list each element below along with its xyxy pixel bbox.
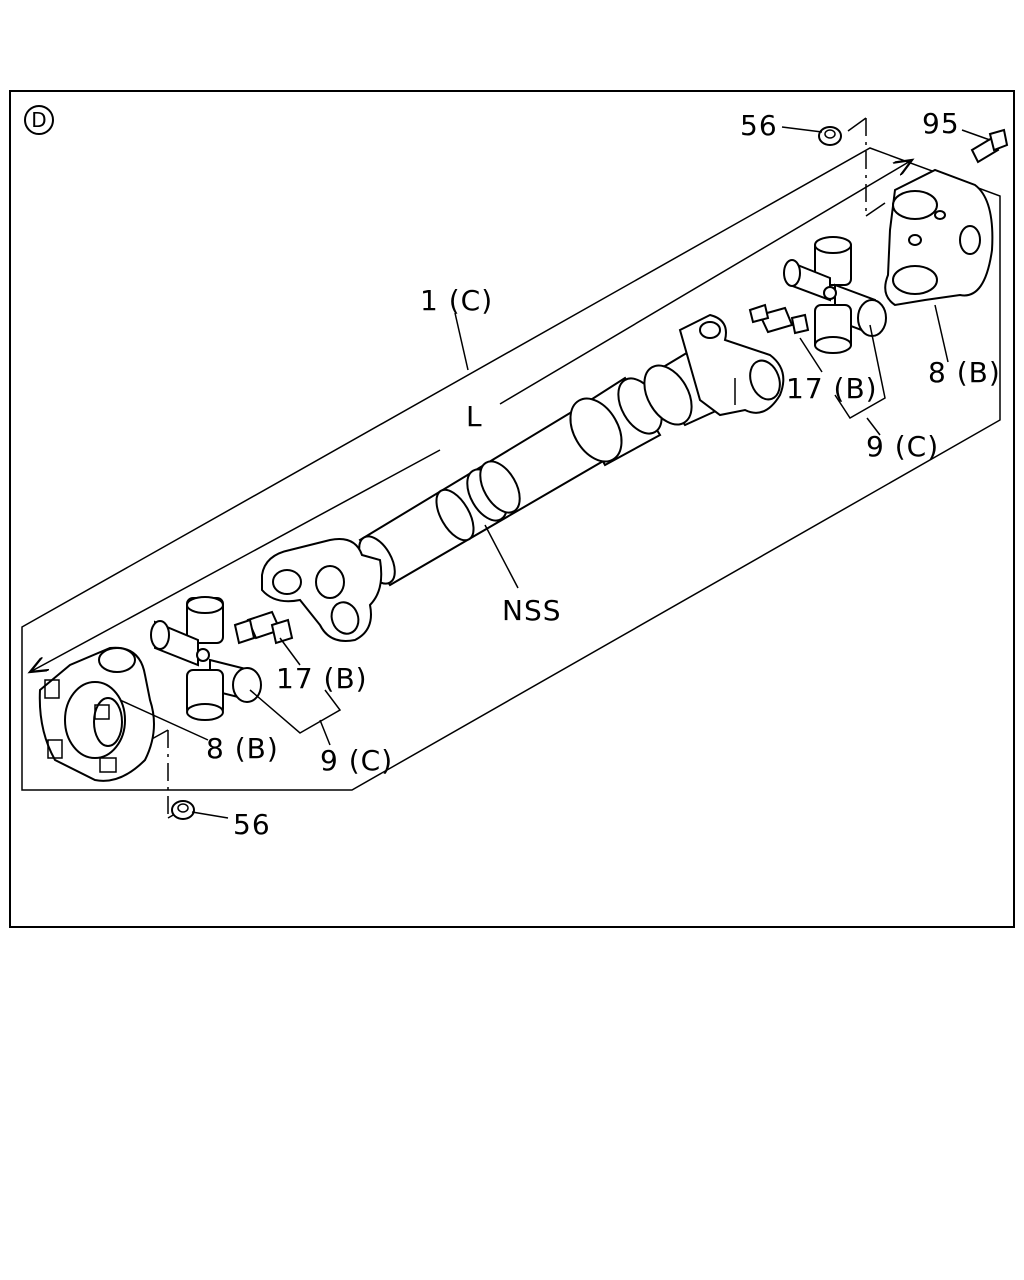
right-grease-fitting xyxy=(748,303,810,335)
label-part-9c-left: 9 (C) xyxy=(320,744,393,777)
label-part-56-top: 56 xyxy=(740,109,778,142)
label-part-17b-right: 17 (B) xyxy=(786,372,878,405)
left-shaft-yoke xyxy=(261,538,383,642)
flange-bolt xyxy=(970,128,1009,164)
right-shaft-yoke xyxy=(678,313,785,417)
label-part-95: 95 xyxy=(922,107,960,140)
diagram-frame xyxy=(9,90,1015,928)
section-badge: D xyxy=(24,105,54,135)
left-grease-fitting xyxy=(233,610,294,645)
label-part-8b-left: 8 (B) xyxy=(206,732,279,765)
left-universal-joint-cross xyxy=(150,596,262,721)
label-part-1c: 1 (C) xyxy=(420,284,493,317)
svg-text:D: D xyxy=(31,108,46,132)
assembly-outline xyxy=(21,147,1001,791)
label-nss: NSS xyxy=(502,594,562,627)
label-length-L: L xyxy=(466,400,483,433)
label-part-9c-right: 9 (C) xyxy=(866,430,939,463)
left-flange-yoke xyxy=(38,646,155,782)
label-part-56-bottom: 56 xyxy=(233,808,271,841)
length-dimension xyxy=(30,160,912,672)
bottom-lock-nut xyxy=(171,800,195,820)
shaft-tube xyxy=(358,408,607,587)
label-part-8b-right: 8 (B) xyxy=(928,356,1001,389)
leader-lines xyxy=(119,126,991,819)
right-flange-yoke xyxy=(884,168,994,307)
top-lock-nut xyxy=(818,126,842,146)
right-universal-joint-cross xyxy=(783,236,887,354)
label-part-17b-left: 17 (B) xyxy=(276,662,368,695)
